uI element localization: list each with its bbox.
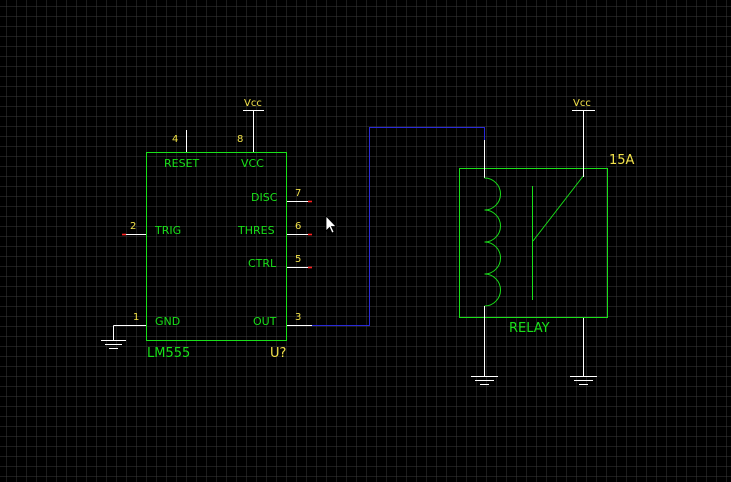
relay-rating[interactable]: 15A	[609, 153, 635, 168]
pin-thres-number: 6	[295, 221, 301, 232]
pin-ctrl-number: 5	[295, 254, 301, 265]
pin-disc-number: 7	[295, 188, 301, 199]
relay-body[interactable]	[459, 168, 608, 318]
pin-trig[interactable]: 2 TRIG	[122, 221, 181, 237]
chip-body[interactable]	[146, 152, 287, 341]
pin-reset[interactable]: 4 RESET	[164, 130, 200, 170]
chip-reference[interactable]: U?	[270, 346, 286, 361]
pin-reset-label: RESET	[164, 157, 200, 170]
pin-ctrl[interactable]: 5 CTRL	[248, 254, 312, 270]
pin-gnd-number: 1	[133, 312, 139, 323]
vcc-supply-label: Vcc	[244, 98, 262, 109]
pin-reset-number: 4	[172, 134, 178, 145]
relay-vcc-label: Vcc	[573, 98, 591, 109]
pin-out-label: OUT	[253, 315, 277, 328]
mouse-pointer-icon	[325, 215, 337, 234]
pin-vcc[interactable]: Vcc 8 VCC	[237, 98, 264, 170]
net-out-to-relay[interactable]	[312, 127, 485, 326]
relay-switch-arm	[532, 174, 585, 242]
pin-disc-label: DISC	[251, 191, 278, 204]
relay-name[interactable]: RELAY	[509, 321, 550, 336]
pin-thres-label: THRES	[237, 224, 275, 237]
pin-disc[interactable]: 7 DISC	[251, 188, 312, 204]
pin-vcc-label: VCC	[241, 157, 264, 170]
ground-symbol-icon[interactable]	[471, 376, 498, 385]
pin-trig-number: 2	[130, 221, 136, 232]
pin-thres[interactable]: 6 THRES	[237, 221, 312, 237]
relay[interactable]: Vcc RELAY 15A	[459, 98, 635, 376]
pin-vcc-number: 8	[237, 134, 243, 145]
relay-coil	[484, 177, 501, 307]
pin-gnd[interactable]: 1 GND	[113, 312, 181, 340]
pin-out[interactable]: 3 OUT	[253, 312, 312, 328]
lm555-chip[interactable]: 4 RESET Vcc 8 VCC 7 DISC 2 TRIG	[113, 98, 313, 361]
chip-part-name[interactable]: LM555	[147, 346, 190, 361]
ground-symbol-icon[interactable]	[570, 376, 597, 385]
pin-out-number: 3	[295, 312, 301, 323]
pin-trig-label: TRIG	[154, 224, 181, 237]
pin-ctrl-label: CTRL	[248, 257, 277, 270]
ground-symbol-icon[interactable]	[101, 340, 126, 349]
pin-gnd-label: GND	[155, 315, 180, 328]
